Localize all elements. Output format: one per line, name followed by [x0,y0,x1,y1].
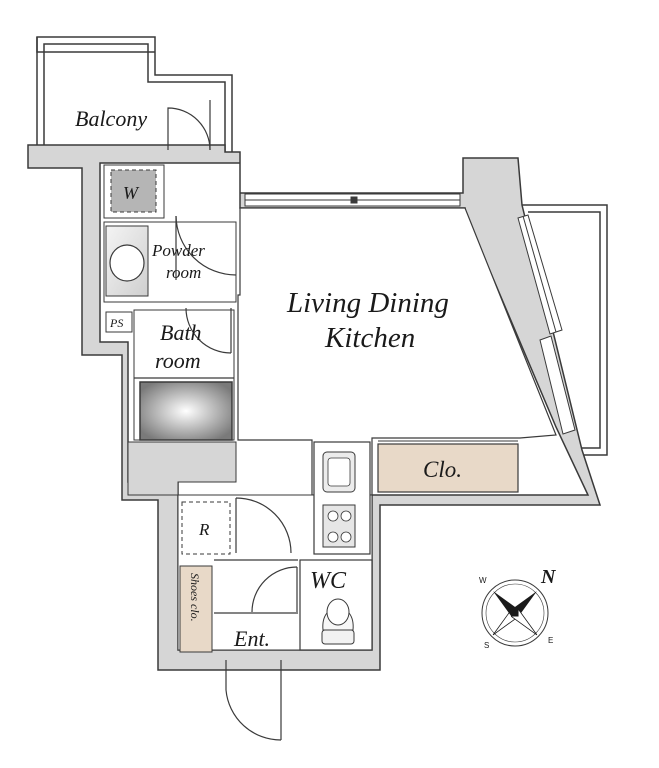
refrigerator-label: R [198,520,210,539]
ldk-window [244,193,461,207]
closet-label: Clo. [423,457,462,482]
washer-label: W [123,183,140,203]
powder-room-label-2: room [166,263,201,282]
compass-rose [481,579,549,647]
washer-pan [110,169,157,213]
washbasin [109,244,145,282]
bath-room-label-2: room [155,348,201,373]
right-window [517,214,576,435]
bath-room-label-1: Bath [160,320,202,345]
compass-west: W [479,576,487,585]
exterior-walls [27,144,602,671]
doors [167,100,298,741]
right-balcony-railing [522,204,608,456]
fridge-space [181,501,231,555]
shoes-closet [179,565,213,653]
ps-label: PS [109,316,123,330]
toilet-tank [321,629,355,645]
bathtub [139,381,233,441]
compass-east: E [548,636,553,645]
closet [377,443,519,493]
compass-north: N [540,566,557,588]
ldk-label-1: Living Dining [286,287,449,319]
ps-shaft [105,311,133,333]
powder-room-label-1: Powder [151,241,205,260]
ldk-label-2: Kitchen [324,322,415,354]
bath-block-wall [127,441,237,496]
compass-south: S [484,641,489,650]
balcony-railing [36,36,233,155]
balcony-label: Balcony [75,106,147,131]
stove [322,504,356,548]
wc-label: WC [310,568,347,594]
shoes-closet-label: Shoes clo. [188,573,202,622]
entrance-label: Ent. [233,626,270,651]
